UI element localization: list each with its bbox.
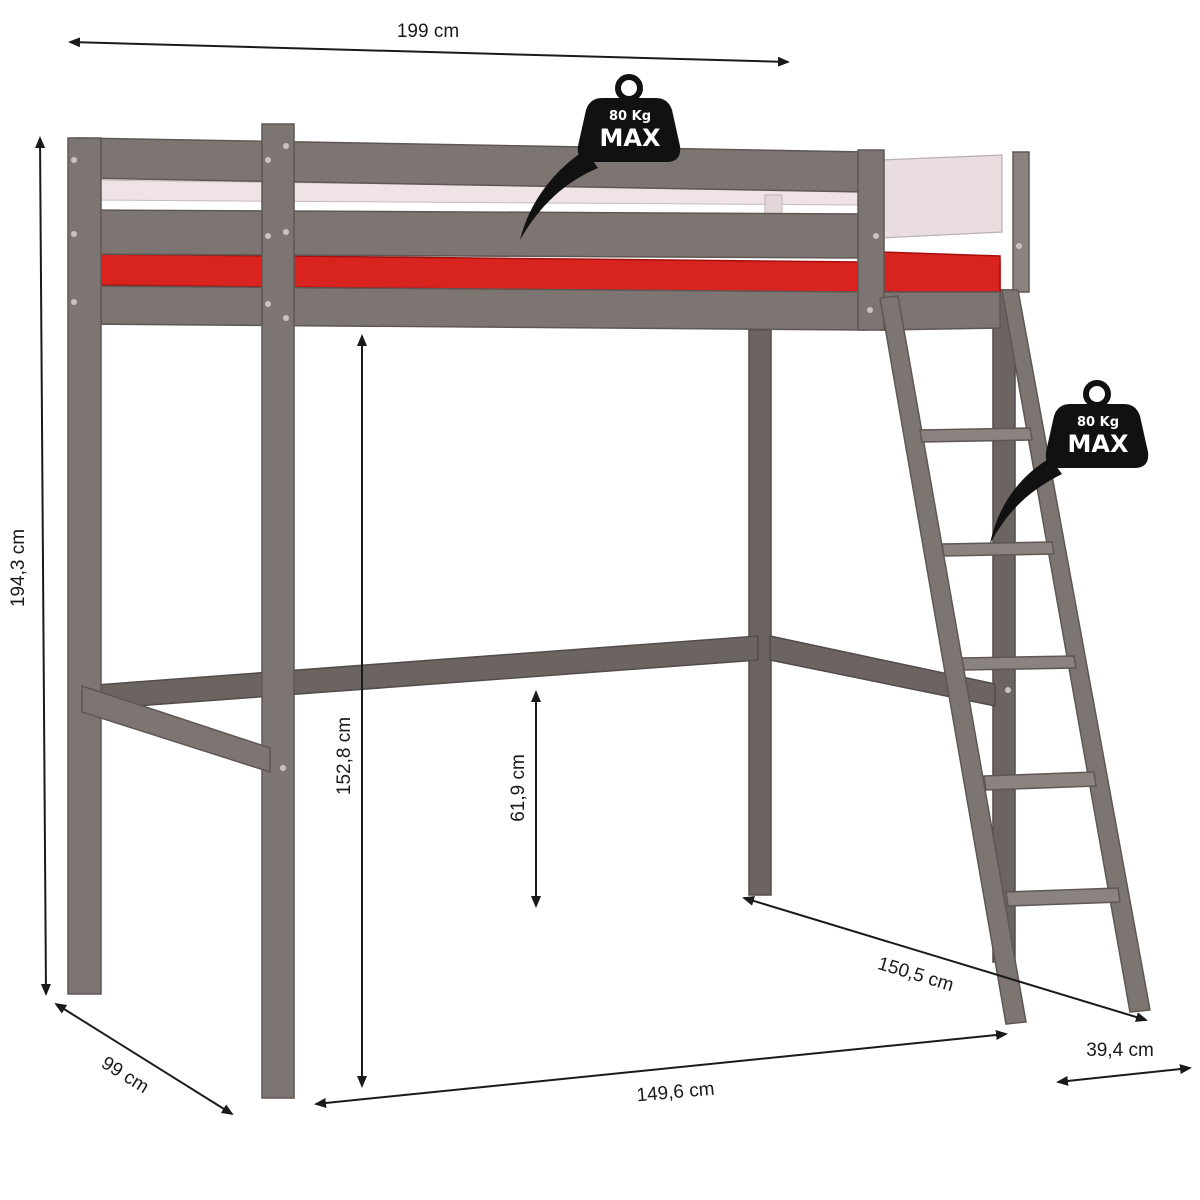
back-lower-rail bbox=[81, 635, 759, 711]
ladder-rung-3 bbox=[961, 655, 1077, 671]
label-ladder-width: 39,4 cm bbox=[1086, 1040, 1154, 1061]
dim-line-depth bbox=[54, 1002, 234, 1116]
far-corner-post bbox=[1012, 151, 1030, 293]
badge-pointer bbox=[520, 150, 598, 240]
label-width-top: 199 cm bbox=[397, 21, 459, 42]
weight-icon bbox=[1045, 404, 1149, 468]
right-lower-rail bbox=[769, 635, 996, 707]
bolts bbox=[71, 143, 1022, 771]
far-guard-panel bbox=[879, 154, 1003, 239]
badge-top-text: 80 Kg bbox=[609, 109, 651, 124]
front-middle-leg bbox=[261, 123, 295, 1099]
ladder-rung-2 bbox=[941, 541, 1055, 557]
mattress-far bbox=[879, 251, 1001, 293]
front-lower-rail bbox=[81, 684, 271, 774]
label-height-rail: 61,9 cm bbox=[508, 754, 529, 822]
weight-badge-ladder: 80 Kg MAX bbox=[990, 380, 1149, 544]
bed-frame bbox=[67, 123, 1030, 1099]
back-left-leg bbox=[748, 329, 772, 896]
front-left-leg bbox=[67, 137, 102, 995]
weight-badge-bed: 80 Kg MAX bbox=[520, 74, 681, 240]
ladder-rung-5 bbox=[1005, 887, 1121, 907]
dim-line-height-total bbox=[35, 136, 51, 996]
ladder-rung-1 bbox=[919, 427, 1033, 443]
label-height-total: 194,3 cm bbox=[8, 529, 29, 607]
label-height-under: 152,8 cm bbox=[334, 717, 355, 795]
ladder-rung-4 bbox=[983, 771, 1097, 791]
front-right-post bbox=[857, 149, 885, 331]
badge-ring bbox=[1083, 380, 1111, 408]
dimension-lines bbox=[35, 37, 1192, 1116]
badge-main-text: MAX bbox=[1068, 430, 1129, 458]
dim-line-length-bottom bbox=[314, 1030, 1008, 1108]
label-length-bottom: 149,6 cm bbox=[636, 1079, 716, 1107]
badge-pointer bbox=[990, 458, 1062, 544]
dim-line-ladder-length bbox=[742, 896, 1148, 1022]
badge-top-text: 80 Kg bbox=[1077, 415, 1119, 430]
dim-line-ladder-width bbox=[1056, 1064, 1192, 1086]
front-base-rail bbox=[77, 285, 867, 331]
badge-main-text: MAX bbox=[600, 124, 661, 152]
dim-line-width-top bbox=[68, 37, 790, 67]
front-middle-rail bbox=[77, 209, 867, 259]
ladder-left-rail bbox=[879, 295, 1027, 1025]
weight-icon bbox=[577, 98, 681, 162]
badge-ring bbox=[615, 74, 643, 102]
